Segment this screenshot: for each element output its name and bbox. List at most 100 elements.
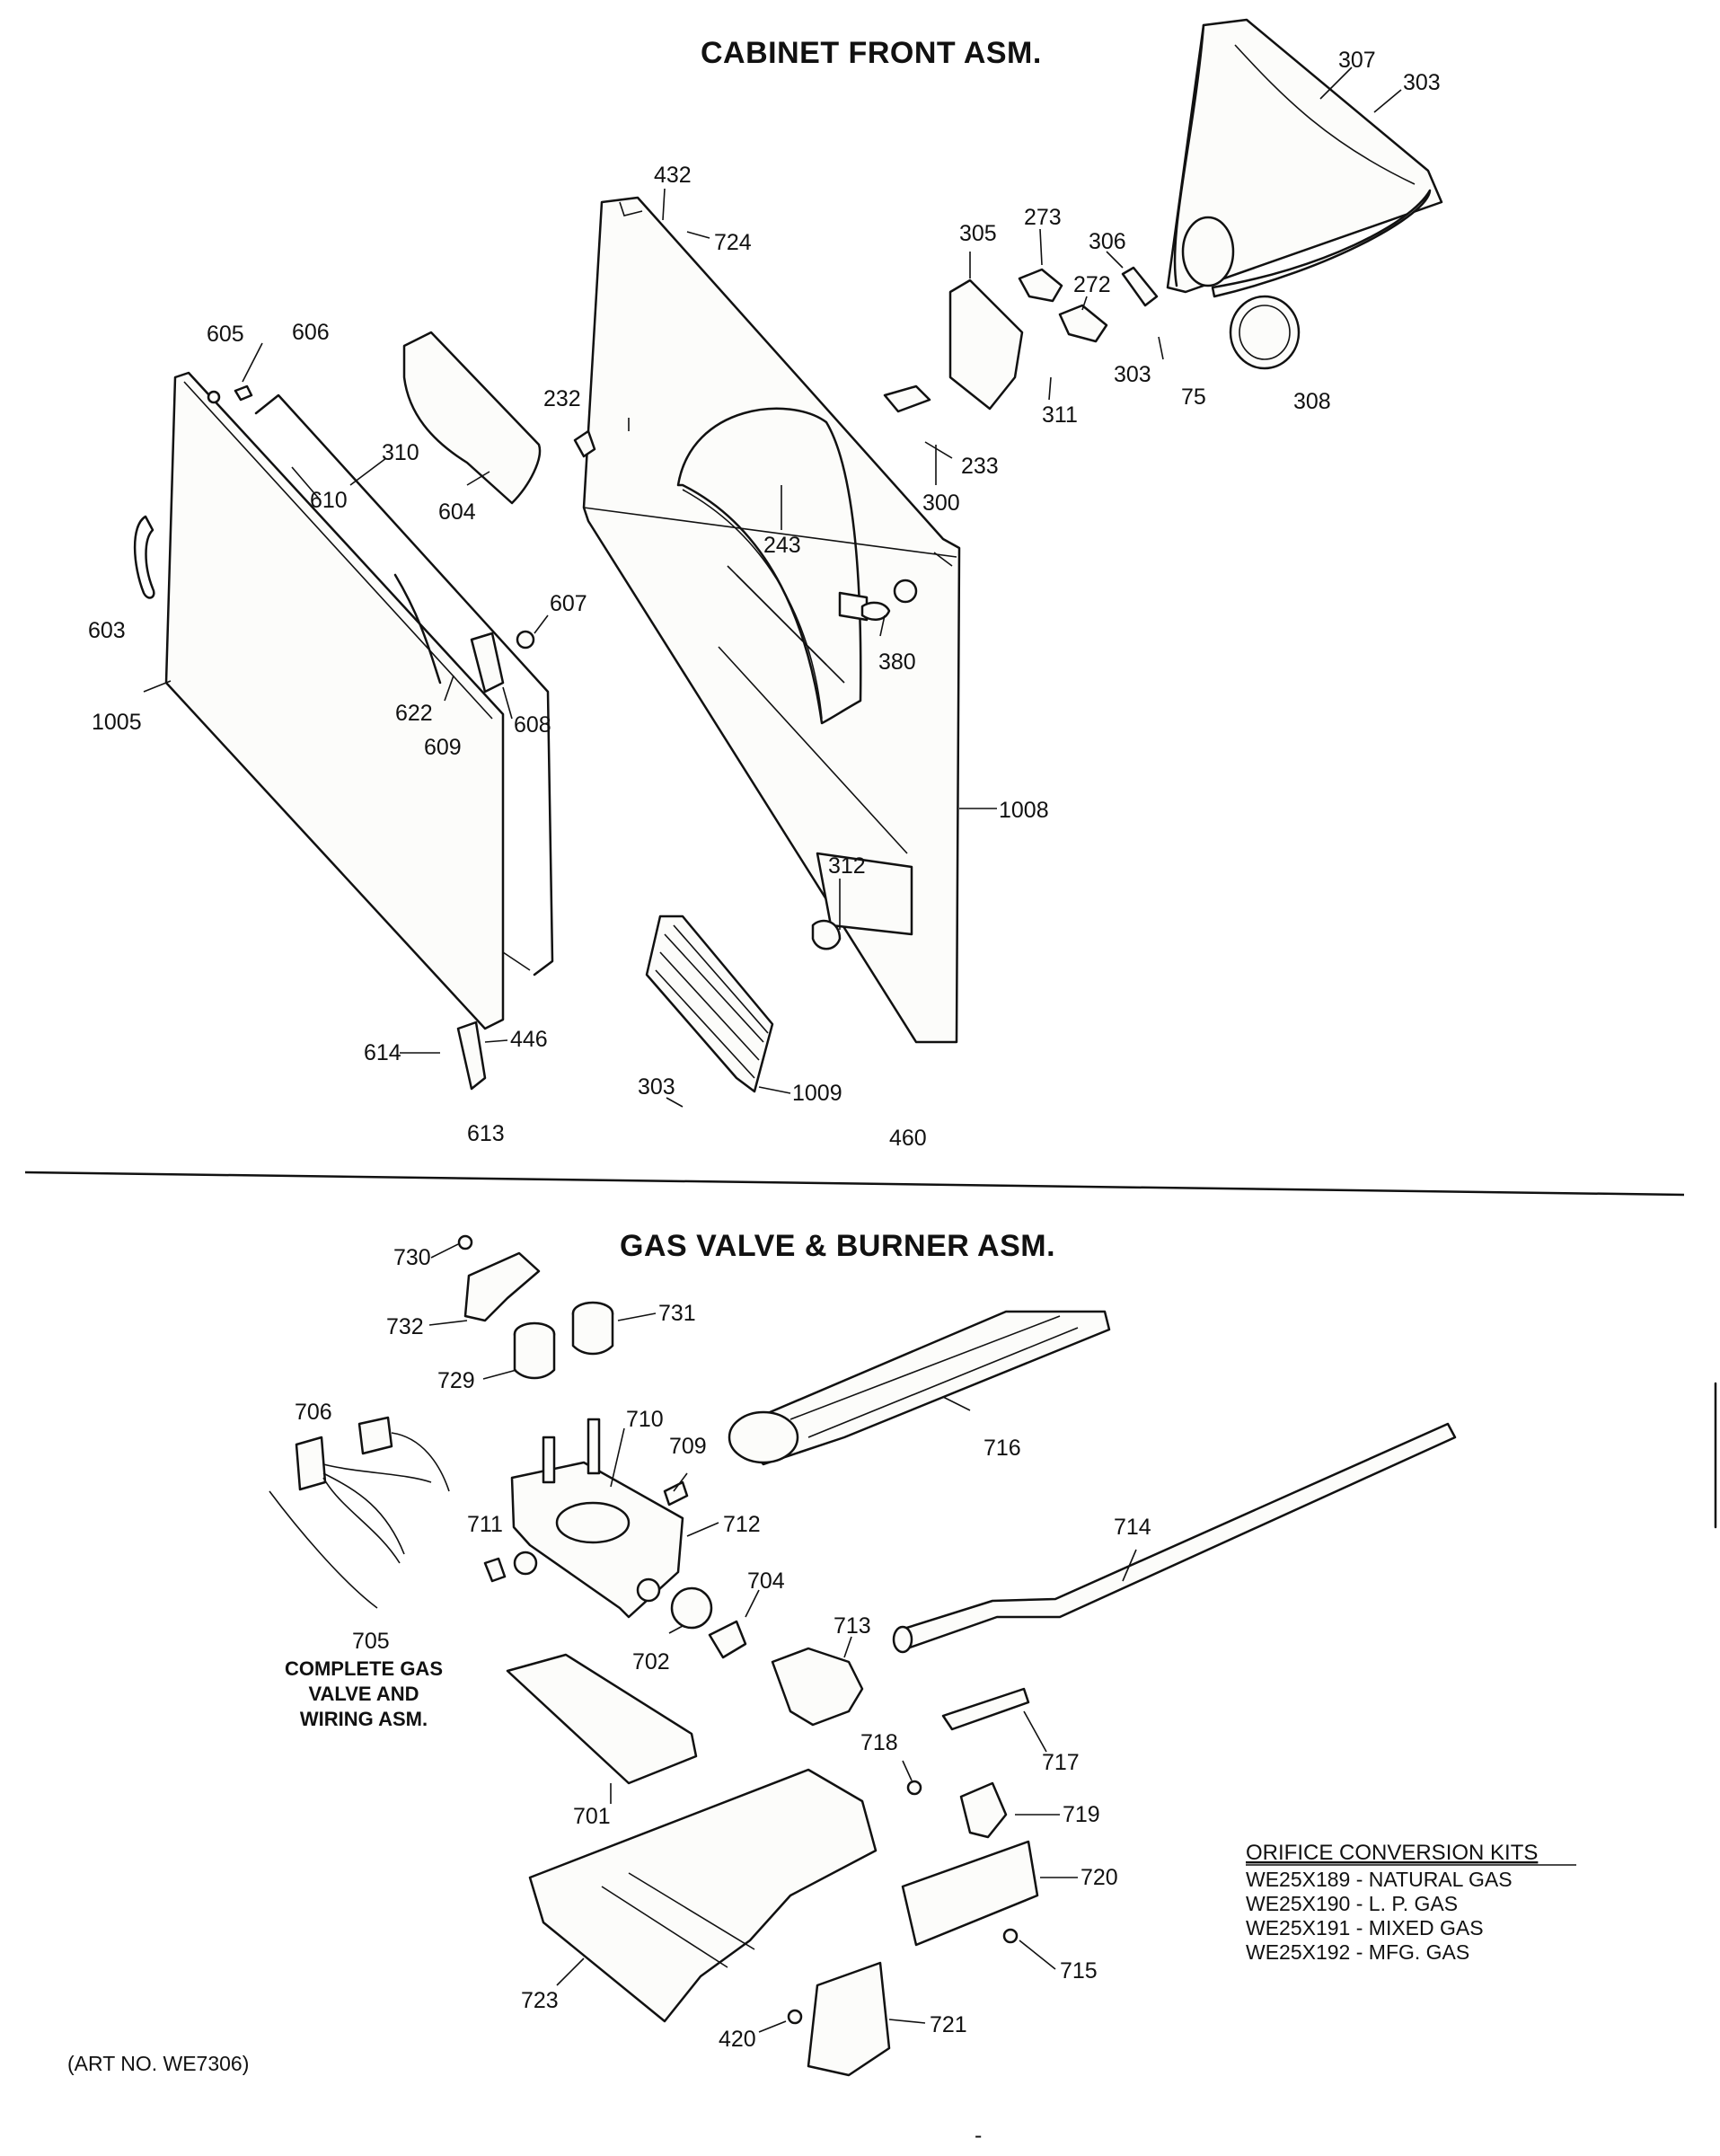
orifice-conversion-kits: ORIFICE CONVERSION KITS WE25X189 - NATUR… xyxy=(1246,1841,1576,1964)
callout-613: 613 xyxy=(467,1121,505,1146)
callout-604: 610 xyxy=(310,488,348,513)
callout-705: 705 xyxy=(352,1629,390,1654)
callout-607: 607 xyxy=(550,591,587,616)
callout-704: 704 xyxy=(747,1568,785,1594)
igniter-part-717 xyxy=(941,1687,1030,1731)
callout-622: 622 xyxy=(395,701,433,726)
fastener-606 xyxy=(234,384,253,402)
callout-608: 608 xyxy=(514,712,551,738)
callout-706: 706 xyxy=(295,1400,332,1425)
gas-valve-burner-title: GAS VALVE & BURNER ASM. xyxy=(620,1229,1055,1263)
handle-part-603 xyxy=(133,515,155,599)
callout-719: 719 xyxy=(1063,1802,1100,1827)
housing-part-300 xyxy=(402,331,542,505)
callout-432: 432 xyxy=(654,163,692,188)
callout-1008: 1008 xyxy=(999,798,1049,823)
strip-part-310 xyxy=(883,384,931,413)
footer-mark: - xyxy=(975,2123,982,2148)
gas-valve-callouts: 730 732 731 729 706 710 709 712 716 711 … xyxy=(295,1245,1151,2052)
callout-717: 717 xyxy=(1042,1750,1080,1775)
coil-part-731 xyxy=(571,1301,614,1356)
callout-303: 303 xyxy=(1403,70,1441,95)
bracket-part-720 xyxy=(901,1840,1039,1947)
callout-303-b: 303 xyxy=(1114,362,1151,387)
duct-shell-part-307 xyxy=(1166,18,1443,298)
nut-part-702 xyxy=(670,1586,713,1630)
screw-420 xyxy=(787,2009,803,2025)
fitting-part-711 xyxy=(483,1557,507,1583)
manifold-pipe-part-714 xyxy=(892,1422,1457,1654)
callout-730: 730 xyxy=(393,1245,431,1270)
section-divider xyxy=(24,1171,1685,1197)
front-panel-part-1008 xyxy=(582,196,961,1044)
screw-730 xyxy=(457,1234,473,1250)
callout-307: 307 xyxy=(1338,48,1376,73)
callout-723: 723 xyxy=(521,1988,559,2013)
callout-605: 605 xyxy=(207,322,244,347)
callout-711: 711 xyxy=(467,1512,503,1537)
burner-part-716 xyxy=(728,1310,1111,1466)
cover-part-305 xyxy=(948,278,1024,411)
base-bracket-part-723 xyxy=(528,1768,878,2023)
wiring-harness-part-706 xyxy=(269,1416,450,1609)
callout-724: 724 xyxy=(714,230,752,255)
callout-233: 243 xyxy=(763,533,801,558)
callout-713: 713 xyxy=(834,1613,871,1639)
callout-303-c: 303 xyxy=(638,1074,675,1100)
callout-312: 312 xyxy=(828,853,866,879)
callout-701: 701 xyxy=(573,1804,611,1829)
cabinet-front-callouts: 307 303 432 724 305 273 306 272 605 606 … xyxy=(88,48,1441,1151)
screw-718 xyxy=(906,1780,922,1796)
gas-valve-burner-drawing xyxy=(269,1234,1457,2077)
callout-710: 710 xyxy=(626,1407,664,1432)
callout-731: 731 xyxy=(658,1301,696,1326)
callout-311: 311 xyxy=(1042,402,1078,428)
callout-732: 732 xyxy=(386,1314,424,1339)
callout-272: 272 xyxy=(1073,272,1111,297)
orifice-kits-title: ORIFICE CONVERSION KITS xyxy=(1246,1841,1538,1865)
fastener-605 xyxy=(207,390,221,404)
callout-310: 233 xyxy=(961,454,999,479)
callout-610: 310 xyxy=(382,440,419,465)
ring-part-308 xyxy=(1229,295,1301,370)
gas-valve-part-712 xyxy=(510,1418,684,1619)
shield-part-721 xyxy=(807,1961,891,2077)
callout-380: 380 xyxy=(878,649,916,675)
callout-305: 305 xyxy=(959,221,997,246)
note-line-1: COMPLETE GAS xyxy=(285,1657,443,1680)
plug-part-380 xyxy=(860,601,891,621)
fitting-part-709 xyxy=(663,1480,689,1507)
callout-721: 721 xyxy=(930,2012,967,2037)
cabinet-front-assembly-drawing xyxy=(133,18,1443,1093)
note-line-3: WIRING ASM. xyxy=(300,1708,428,1730)
bracket-part-732 xyxy=(463,1251,541,1322)
elbow-part-713 xyxy=(771,1647,864,1727)
callout-712: 712 xyxy=(723,1512,761,1537)
fastener-232 xyxy=(573,429,596,458)
callout-446: 446 xyxy=(510,1027,548,1052)
art-number: (ART NO. WE7306) xyxy=(67,2052,249,2075)
bracket-part-306 xyxy=(1121,266,1159,307)
callout-709: 709 xyxy=(669,1434,707,1459)
switch-part-273 xyxy=(1018,268,1063,303)
callout-300: 604 xyxy=(438,499,476,525)
callout-243: 300 xyxy=(922,490,960,516)
callout-716: 716 xyxy=(983,1436,1021,1461)
complete-assembly-note: COMPLETE GAS VALVE AND WIRING ASM. xyxy=(285,1657,443,1730)
callout-308: 308 xyxy=(1293,389,1331,414)
callout-420: 420 xyxy=(719,2027,756,2052)
callout-715: 715 xyxy=(1060,1958,1098,1984)
callout-718: 718 xyxy=(860,1730,898,1755)
callout-609: 609 xyxy=(424,735,462,760)
callout-leaders xyxy=(143,66,1402,2033)
hinge-part-613 xyxy=(456,1021,487,1091)
cabinet-front-title: CABINET FRONT ASM. xyxy=(701,36,1042,70)
screw-715 xyxy=(1002,1928,1019,1944)
callout-1005: 1005 xyxy=(92,710,142,735)
coil-part-729 xyxy=(513,1321,556,1380)
callout-603: 603 xyxy=(88,618,126,643)
switch-part-272 xyxy=(1058,304,1108,343)
plate-part-701 xyxy=(506,1653,698,1785)
callout-460: 460 xyxy=(889,1126,927,1151)
